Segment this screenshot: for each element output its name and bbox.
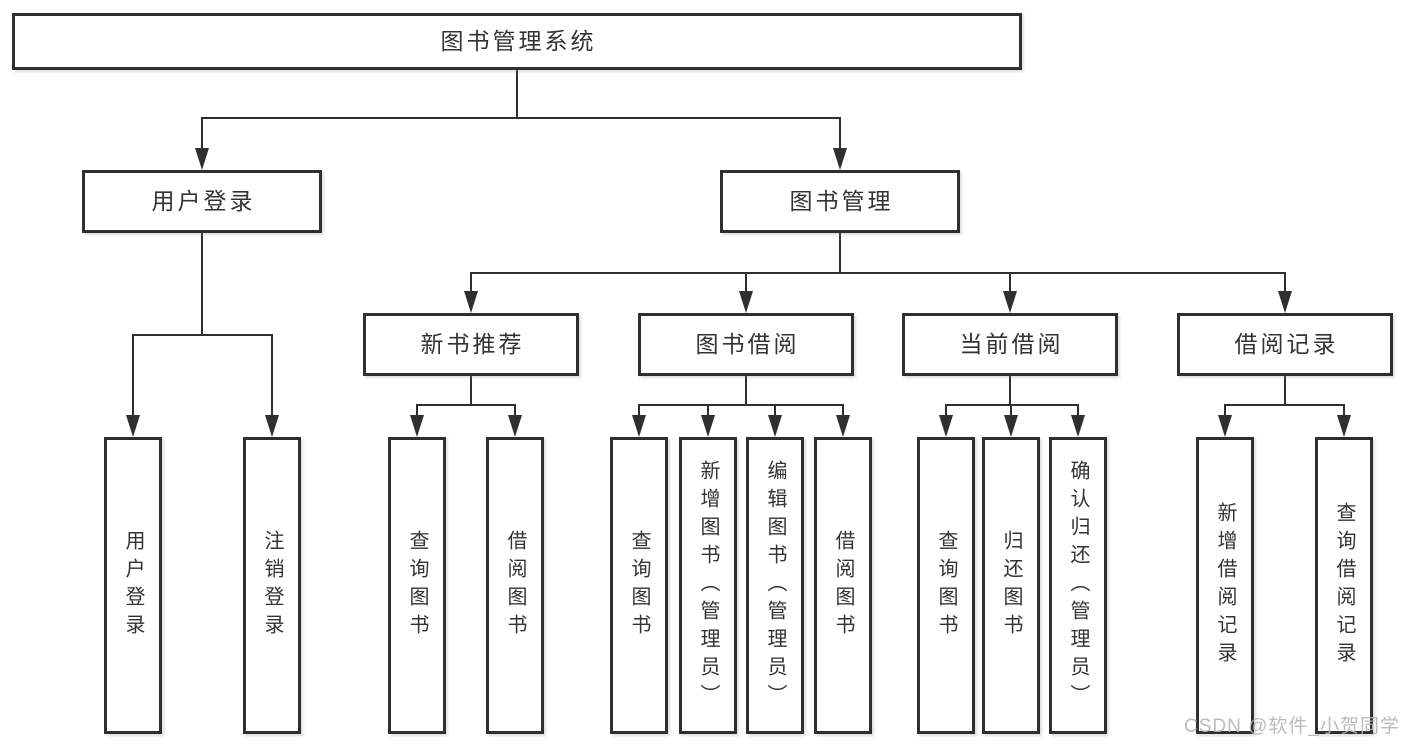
arrowhead-icon	[464, 291, 478, 313]
arrowhead-icon	[701, 415, 715, 437]
node-label-leaf-user-login: 用户登录	[122, 529, 144, 642]
arrowhead-icon	[1004, 415, 1018, 437]
arrowhead-icon	[768, 415, 782, 437]
node-label-leaf-bb-edit: 编辑图书（管理员）	[764, 459, 786, 712]
node-label-leaf-br-add: 新增借阅记录	[1214, 501, 1236, 670]
node-label-root: 图书管理系统	[440, 27, 597, 54]
arrowhead-icon	[265, 415, 279, 437]
arrowhead-icon	[1071, 415, 1085, 437]
node-label-leaf-logout: 注销登录	[261, 529, 283, 642]
node-leaf-nbr-query: 查询图书	[388, 437, 446, 734]
node-label-user-login: 用户登录	[151, 187, 256, 214]
arrowhead-icon	[195, 148, 209, 170]
node-label-leaf-nbr-borrow: 借阅图书	[504, 529, 526, 642]
arrowhead-icon	[126, 415, 140, 437]
node-leaf-cb-return: 归还图书	[982, 437, 1040, 734]
node-leaf-cb-confirm: 确认归还（管理员）	[1049, 437, 1107, 734]
arrowhead-icon	[739, 291, 753, 313]
node-label-borrow-record: 借阅记录	[1234, 330, 1339, 357]
watermark: CSDN @软件_小贺同学	[1184, 716, 1400, 737]
node-label-leaf-br-query: 查询借阅记录	[1333, 501, 1355, 670]
node-label-leaf-cb-query: 查询图书	[935, 529, 957, 642]
node-label-book-borrow: 图书借阅	[695, 330, 800, 357]
arrowhead-icon	[939, 415, 953, 437]
node-label-book-management: 图书管理	[789, 187, 894, 214]
node-label-leaf-nbr-query: 查询图书	[406, 529, 428, 642]
node-leaf-bb-query: 查询图书	[610, 437, 668, 734]
node-leaf-nbr-borrow: 借阅图书	[486, 437, 544, 734]
node-leaf-br-query: 查询借阅记录	[1315, 437, 1373, 734]
arrowhead-icon	[508, 415, 522, 437]
node-leaf-bb-add: 新增图书（管理员）	[679, 437, 737, 734]
node-label-leaf-bb-borrow: 借阅图书	[832, 529, 854, 642]
arrowhead-icon	[1003, 291, 1017, 313]
node-label-new-book-recommend: 新书推荐	[420, 330, 525, 357]
node-book-borrow: 图书借阅	[638, 313, 854, 376]
node-borrow-record: 借阅记录	[1177, 313, 1393, 376]
node-label-leaf-cb-return: 归还图书	[1000, 529, 1022, 642]
node-leaf-cb-query: 查询图书	[917, 437, 975, 734]
node-leaf-br-add: 新增借阅记录	[1196, 437, 1254, 734]
arrowhead-icon	[1218, 415, 1232, 437]
arrowhead-icon	[836, 415, 850, 437]
node-label-leaf-bb-query: 查询图书	[628, 529, 650, 642]
node-leaf-bb-borrow: 借阅图书	[814, 437, 872, 734]
node-label-current-borrow: 当前借阅	[959, 330, 1064, 357]
node-user-login: 用户登录	[82, 170, 322, 233]
arrowhead-icon	[632, 415, 646, 437]
arrowhead-icon	[1278, 291, 1292, 313]
node-label-leaf-cb-confirm: 确认归还（管理员）	[1067, 459, 1089, 712]
node-root: 图书管理系统	[12, 13, 1022, 70]
node-new-book-recommend: 新书推荐	[363, 313, 579, 376]
arrowhead-icon	[833, 148, 847, 170]
node-leaf-bb-edit: 编辑图书（管理员）	[746, 437, 804, 734]
node-leaf-logout: 注销登录	[243, 437, 301, 734]
node-leaf-user-login: 用户登录	[104, 437, 162, 734]
node-current-borrow: 当前借阅	[902, 313, 1118, 376]
node-book-management: 图书管理	[720, 170, 960, 233]
node-label-leaf-bb-add: 新增图书（管理员）	[697, 459, 719, 712]
arrowhead-icon	[410, 415, 424, 437]
arrowhead-icon	[1337, 415, 1351, 437]
